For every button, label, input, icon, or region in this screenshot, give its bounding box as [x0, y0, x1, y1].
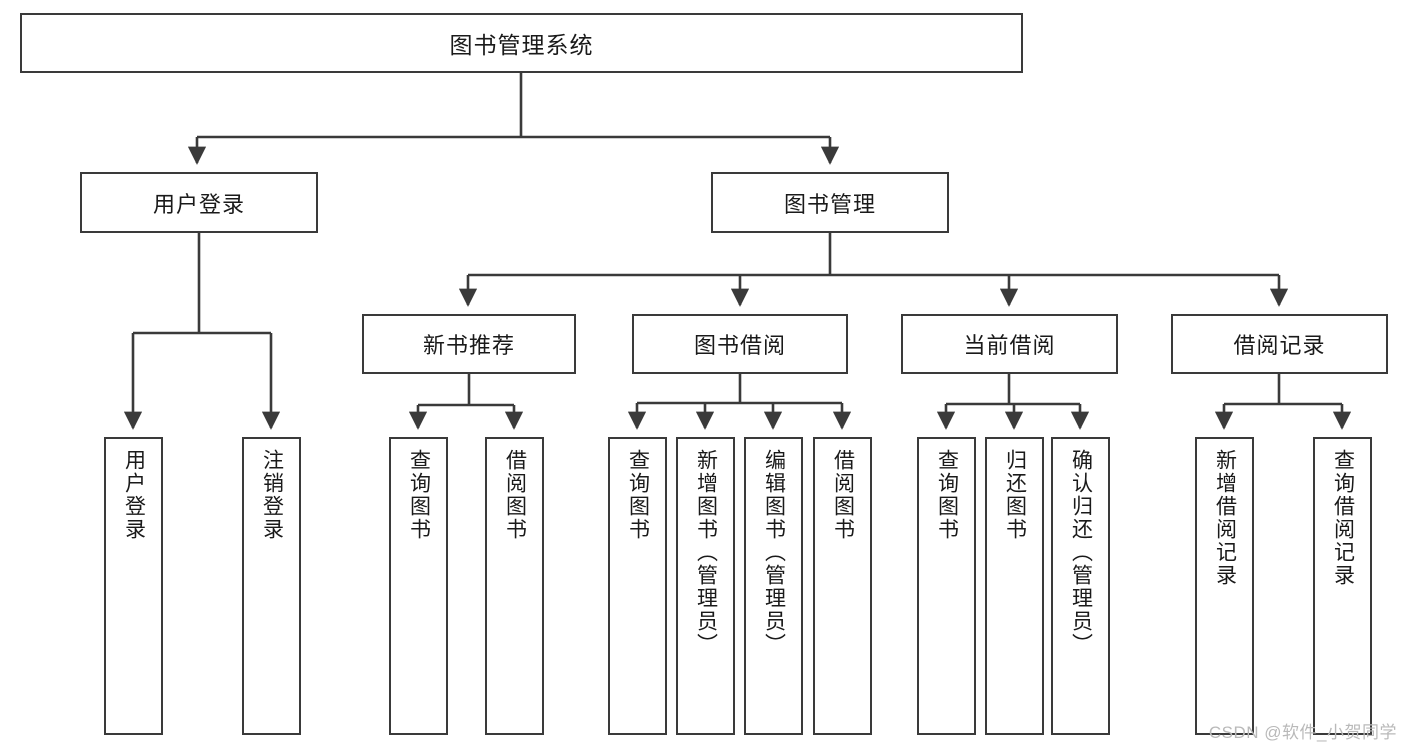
node-leaf-logout-login[interactable]: 注销登录	[242, 437, 301, 735]
node-leaf-confirm-return-label: 确认归还（管理员）	[1069, 449, 1093, 656]
node-borrow-record[interactable]: 借阅记录	[1171, 314, 1388, 374]
node-leaf-edit-book[interactable]: 编辑图书（管理员）	[744, 437, 803, 735]
node-borrow-record-label: 借阅记录	[1233, 333, 1326, 358]
node-leaf-query-book-2[interactable]: 查询图书	[608, 437, 667, 735]
node-leaf-return-book-label: 归还图书	[1003, 449, 1027, 541]
node-root-label: 图书管理系统	[449, 32, 594, 58]
node-leaf-add-record[interactable]: 新增借阅记录	[1195, 437, 1254, 735]
node-leaf-borrow-book-1-label: 借阅图书	[503, 449, 527, 541]
node-leaf-query-record[interactable]: 查询借阅记录	[1313, 437, 1372, 735]
node-book-borrow-label: 图书借阅	[693, 333, 786, 358]
node-leaf-add-book-label: 新增图书（管理员）	[694, 449, 718, 656]
node-leaf-query-book-3[interactable]: 查询图书	[917, 437, 976, 735]
node-leaf-user-login-label: 用户登录	[122, 449, 146, 541]
node-leaf-logout-login-label: 注销登录	[260, 449, 284, 541]
node-leaf-edit-book-label: 编辑图书（管理员）	[762, 449, 786, 656]
node-leaf-add-record-label: 新增借阅记录	[1213, 449, 1237, 587]
node-user-login[interactable]: 用户登录	[80, 172, 318, 233]
node-leaf-add-book[interactable]: 新增图书（管理员）	[676, 437, 735, 735]
node-leaf-user-login[interactable]: 用户登录	[104, 437, 163, 735]
node-leaf-query-book-2-label: 查询图书	[626, 449, 650, 541]
node-book-manage-label: 图书管理	[783, 191, 876, 217]
node-new-book-recommend[interactable]: 新书推荐	[362, 314, 576, 374]
node-leaf-borrow-book-2[interactable]: 借阅图书	[813, 437, 872, 735]
node-leaf-borrow-book-2-label: 借阅图书	[831, 449, 855, 541]
node-leaf-query-record-label: 查询借阅记录	[1331, 449, 1355, 587]
node-current-borrow[interactable]: 当前借阅	[901, 314, 1118, 374]
node-user-login-label: 用户登录	[152, 191, 245, 217]
node-leaf-borrow-book-1[interactable]: 借阅图书	[485, 437, 544, 735]
node-root[interactable]: 图书管理系统	[20, 13, 1023, 73]
node-book-manage[interactable]: 图书管理	[711, 172, 949, 233]
node-book-borrow[interactable]: 图书借阅	[632, 314, 848, 374]
node-leaf-confirm-return[interactable]: 确认归还（管理员）	[1051, 437, 1110, 735]
node-leaf-query-book-3-label: 查询图书	[935, 449, 959, 541]
node-new-book-recommend-label: 新书推荐	[422, 333, 515, 358]
node-leaf-query-book-1[interactable]: 查询图书	[389, 437, 448, 735]
node-leaf-query-book-1-label: 查询图书	[407, 449, 431, 541]
node-current-borrow-label: 当前借阅	[963, 333, 1056, 358]
node-leaf-return-book[interactable]: 归还图书	[985, 437, 1044, 735]
